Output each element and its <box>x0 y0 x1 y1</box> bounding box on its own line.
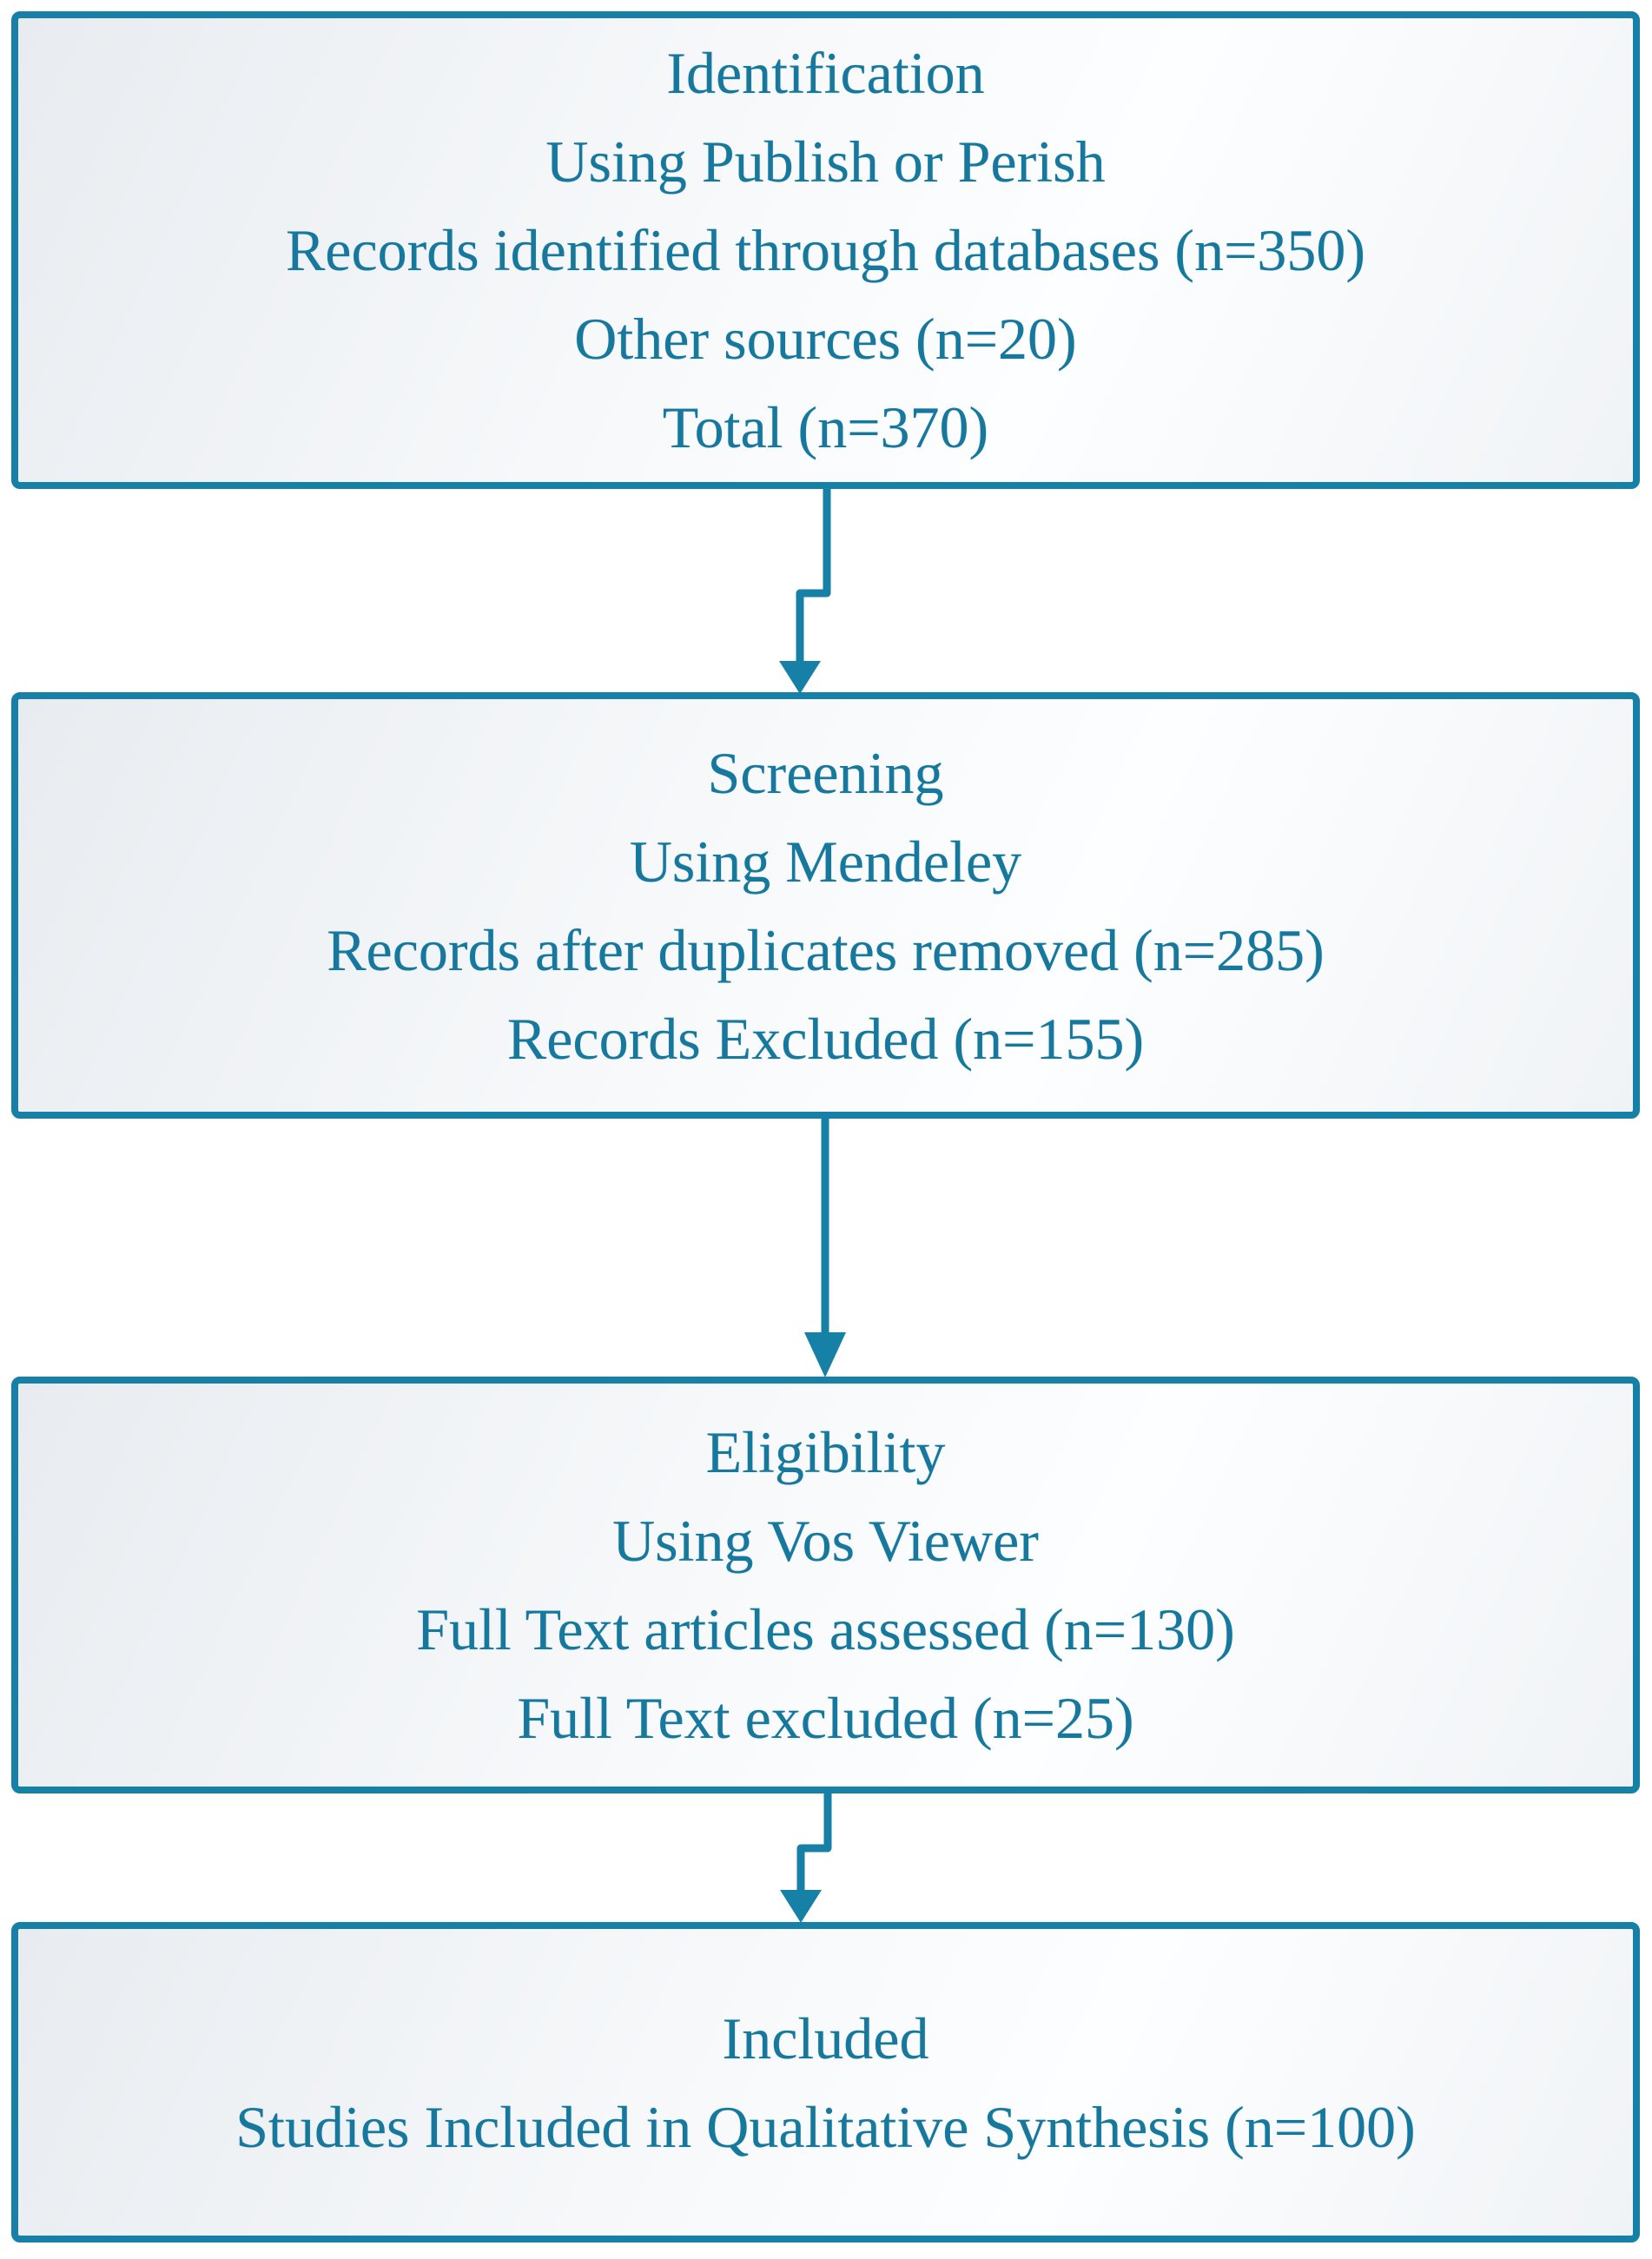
arrow-identification-to-screening <box>779 489 831 694</box>
arrow-connector-line <box>796 1793 832 1892</box>
arrow-screening-to-eligibility <box>804 1119 846 1377</box>
arrow-down-head-icon <box>779 661 821 694</box>
box-line: Records after duplicates removed (n=285) <box>327 916 1325 983</box>
box-line: Full Text articles assessed (n=130) <box>416 1596 1235 1662</box>
arrow-down-head-icon <box>780 1890 822 1923</box>
arrow-connector-line <box>796 489 831 664</box>
box-title: Identification <box>666 40 985 106</box>
box-included: Included Studies Included in Qualitative… <box>11 1922 1640 2242</box>
box-line: Studies Included in Qualitative Synthesi… <box>235 2093 1416 2160</box>
box-line: Using Publish or Perish <box>545 129 1106 195</box>
box-line: Total (n=370) <box>662 394 989 460</box>
box-line: Full Text excluded (n=25) <box>517 1685 1134 1751</box>
arrow-eligibility-to-included <box>780 1793 832 1923</box>
box-line: Using Vos Viewer <box>612 1508 1039 1574</box>
box-title: Eligibility <box>705 1419 946 1485</box>
box-line: Records identified through databases (n=… <box>285 217 1366 283</box>
box-title: Screening <box>707 739 944 806</box>
box-screening: Screening Using Mendeley Records after d… <box>11 692 1640 1119</box>
box-line: Records Excluded (n=155) <box>506 1005 1145 1072</box>
box-line: Using Mendeley <box>629 828 1022 895</box>
arrow-down-head-icon <box>804 1332 846 1377</box>
box-identification: Identification Using Publish or Perish R… <box>11 11 1640 489</box>
box-line: Other sources (n=20) <box>574 306 1077 372</box>
box-eligibility: Eligibility Using Vos Viewer Full Text a… <box>11 1377 1640 1793</box>
box-title: Included <box>722 2005 929 2071</box>
